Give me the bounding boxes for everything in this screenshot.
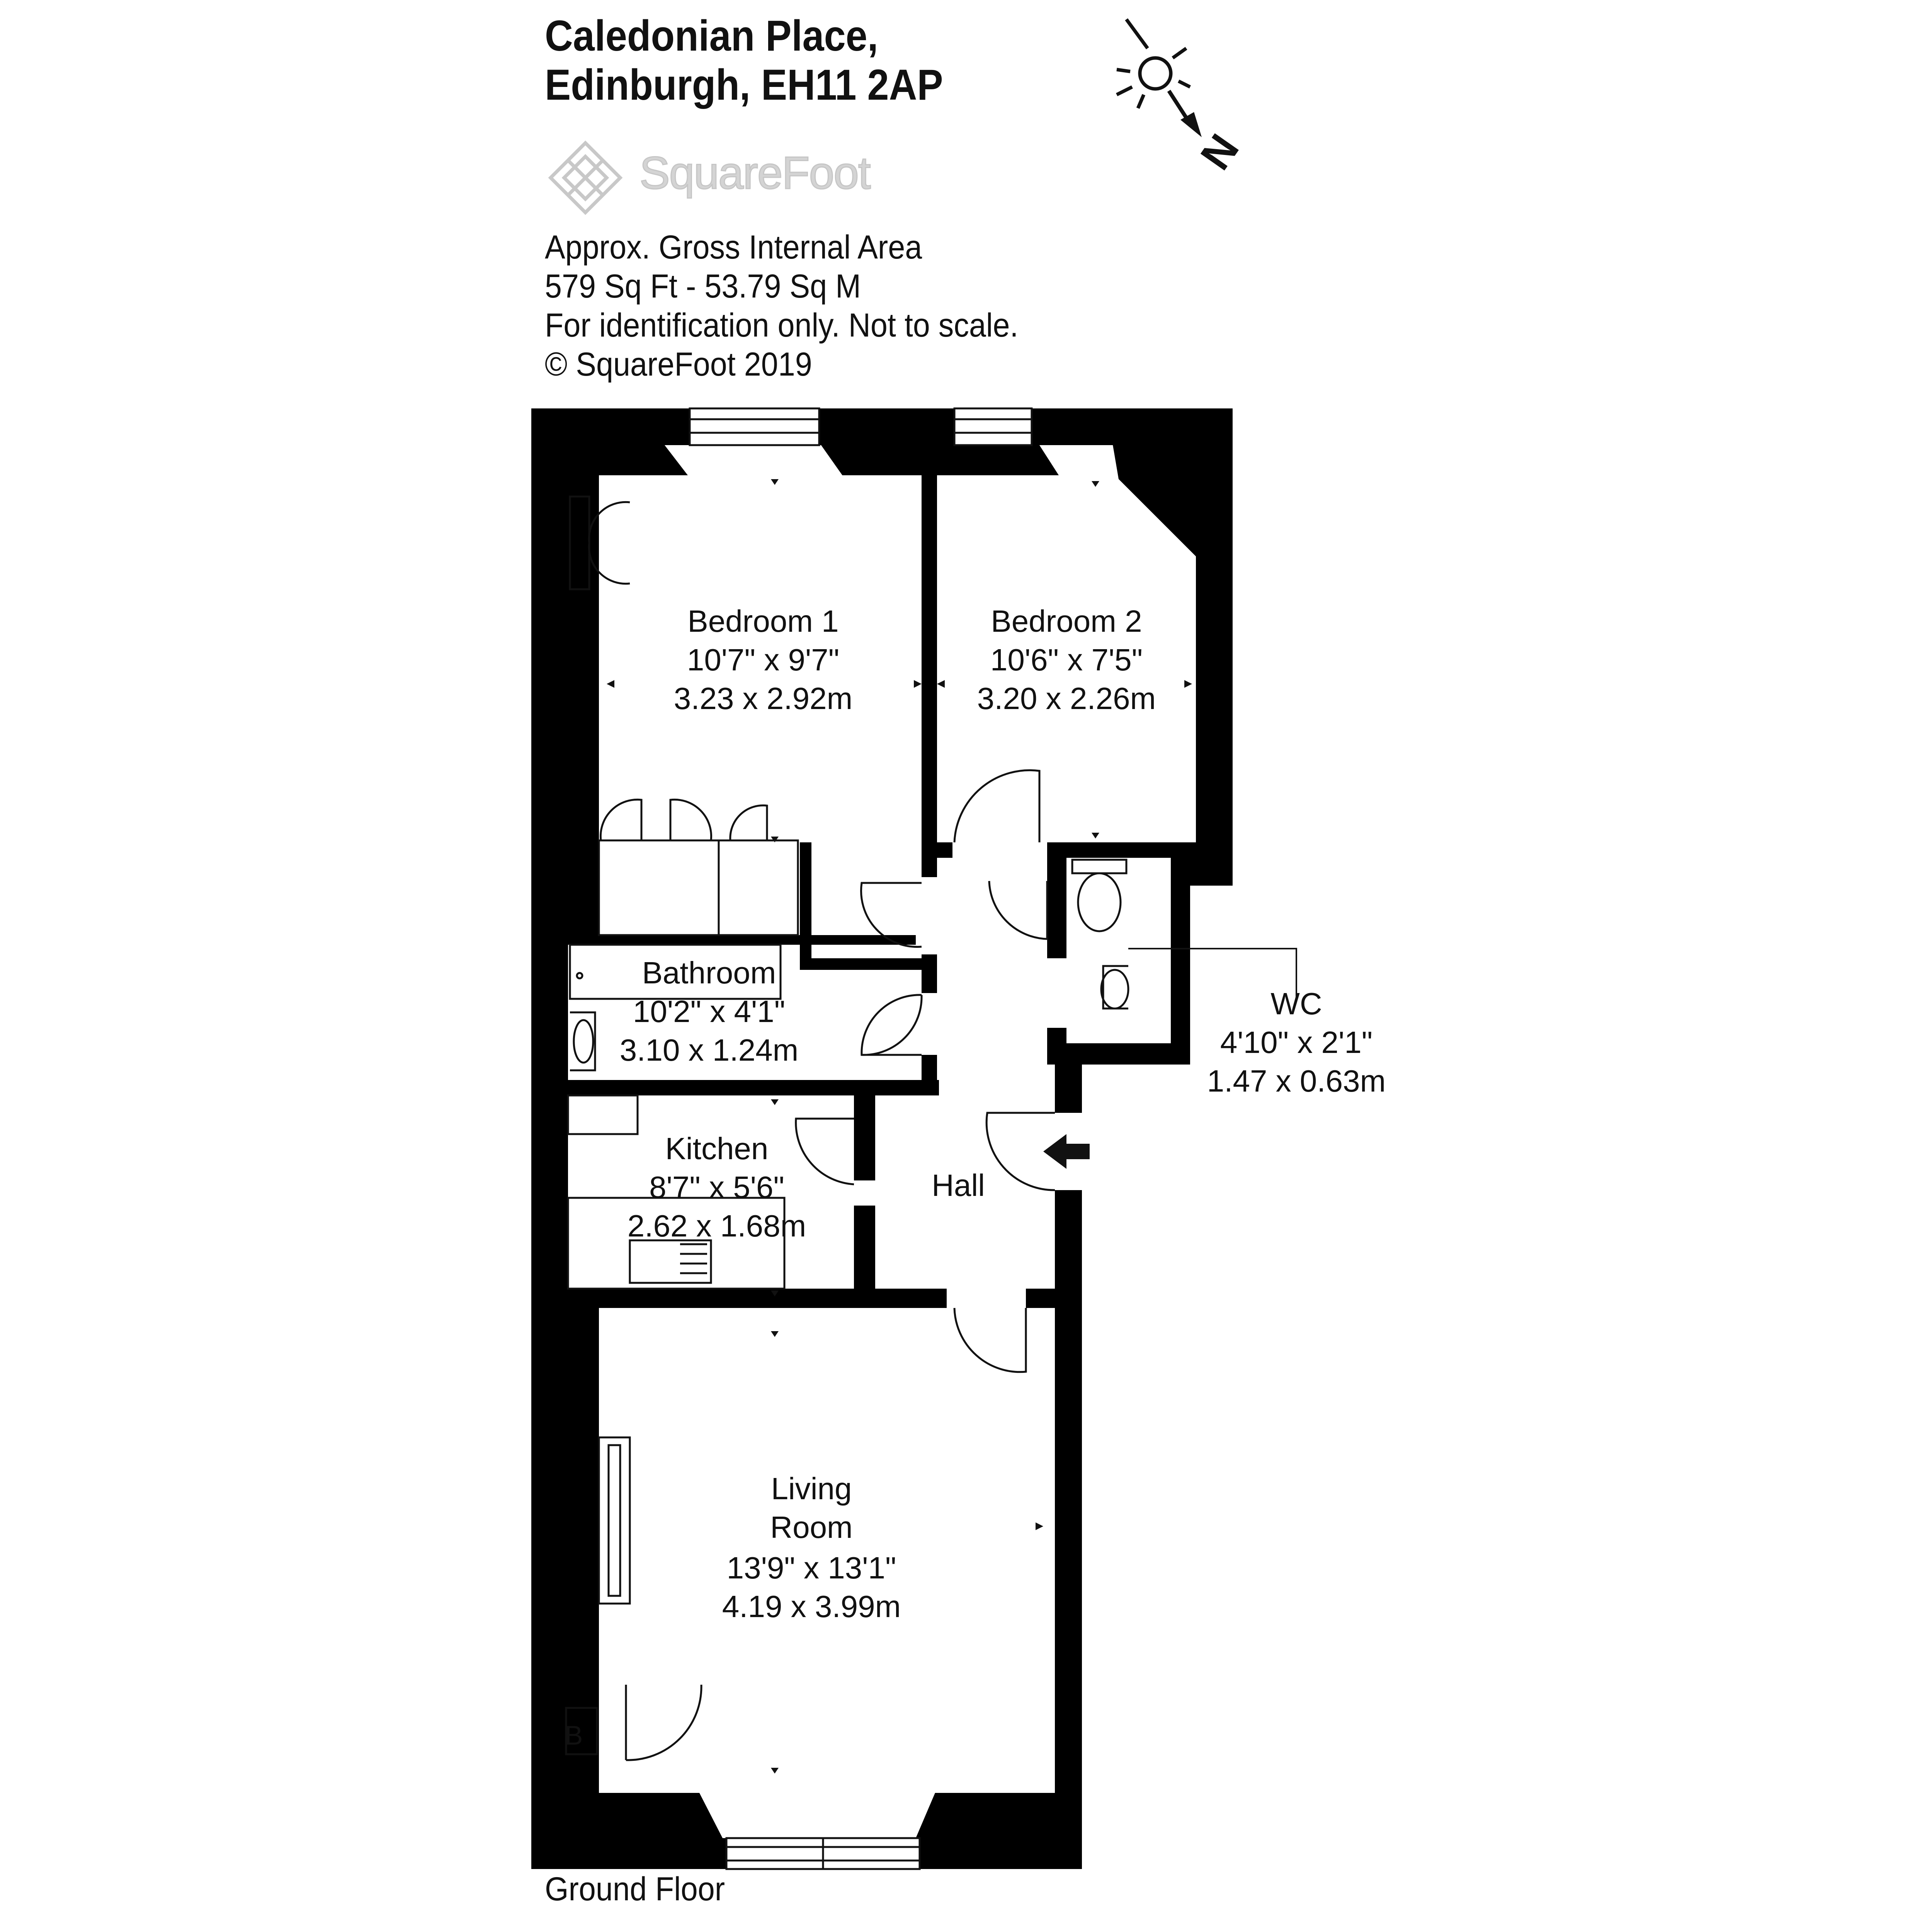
entrance-arrow-icon (1043, 1134, 1090, 1169)
kitchen-worktop (567, 1094, 639, 1135)
squarefoot-logo-icon (548, 140, 623, 215)
north-arrow-icon (1167, 90, 1202, 137)
address-line-2: Edinburgh, EH11 2AP (545, 60, 943, 109)
bedroom1-name: Bedroom 1 (687, 604, 838, 638)
disclaimer: For identification only. Not to scale. (545, 307, 1019, 344)
kitchen-sink (629, 1239, 712, 1284)
dimension-markers (607, 479, 1192, 1774)
walls (531, 408, 1233, 1869)
kitchen-name: Kitchen (665, 1131, 769, 1166)
living-metric: 4.19 x 3.99m (722, 1589, 901, 1624)
area-value: 579 Sq Ft - 53.79 Sq M (545, 268, 861, 305)
area-label: Approx. Gross Internal Area (545, 229, 922, 266)
boiler-label: B (565, 1720, 583, 1750)
living-name-line2: Room (770, 1510, 852, 1544)
bedroom2-imperial: 10'6" x 7'5" (990, 643, 1143, 677)
wc-leader-line (1128, 948, 1297, 997)
living-imperial: 13'9" x 13'1" (727, 1551, 896, 1585)
bedroom2-name: Bedroom 2 (991, 604, 1142, 638)
fireplace (598, 1436, 631, 1605)
bathroom-metric: 3.10 x 1.24m (620, 1033, 799, 1067)
compass: N (1116, 18, 1248, 178)
wc-metric: 1.47 x 0.63m (1207, 1064, 1386, 1098)
bedroom1-imperial: 10'7" x 9'7" (687, 643, 839, 677)
hall-name: Hall (932, 1168, 985, 1202)
bedroom2-metric: 3.20 x 2.26m (977, 681, 1156, 716)
windows (689, 407, 1196, 1870)
sun-icon (1116, 18, 1191, 109)
kitchen-metric: 2.62 x 1.68m (628, 1209, 806, 1243)
wc-sink (1100, 969, 1129, 1010)
kitchen-imperial: 8'7" x 5'6" (649, 1170, 784, 1204)
copyright: © SquareFoot 2019 (545, 346, 812, 383)
living-name-line1: Living (771, 1471, 852, 1506)
boiler-box (565, 1707, 598, 1755)
bedroom1-metric: 3.23 x 2.92m (674, 681, 853, 716)
bathroom-imperial: 10'2" x 4'1" (633, 994, 785, 1029)
floor-label: Ground Floor (545, 1871, 725, 1908)
logo-text: SquareFoot (639, 147, 872, 199)
toilet (1071, 859, 1128, 874)
wc-name: WC (1270, 986, 1322, 1021)
squarefoot-logo: SquareFoot (543, 139, 929, 216)
property-address: Caledonian Place, Edinburgh, EH11 2AP (545, 12, 943, 109)
wc-imperial: 4'10" x 2'1" (1220, 1025, 1372, 1060)
fixtures (565, 495, 1129, 1761)
bathtub (569, 944, 782, 1000)
address-line-1: Caledonian Place, (545, 12, 878, 60)
area-info: Approx. Gross Internal Area 579 Sq Ft - … (545, 228, 1018, 384)
bathroom-name: Bathroom (642, 956, 776, 990)
room-labels: Bedroom 1 10'7" x 9'7" 3.23 x 2.92m Bedr… (565, 604, 1386, 1750)
bathroom-sink (570, 1011, 596, 1071)
